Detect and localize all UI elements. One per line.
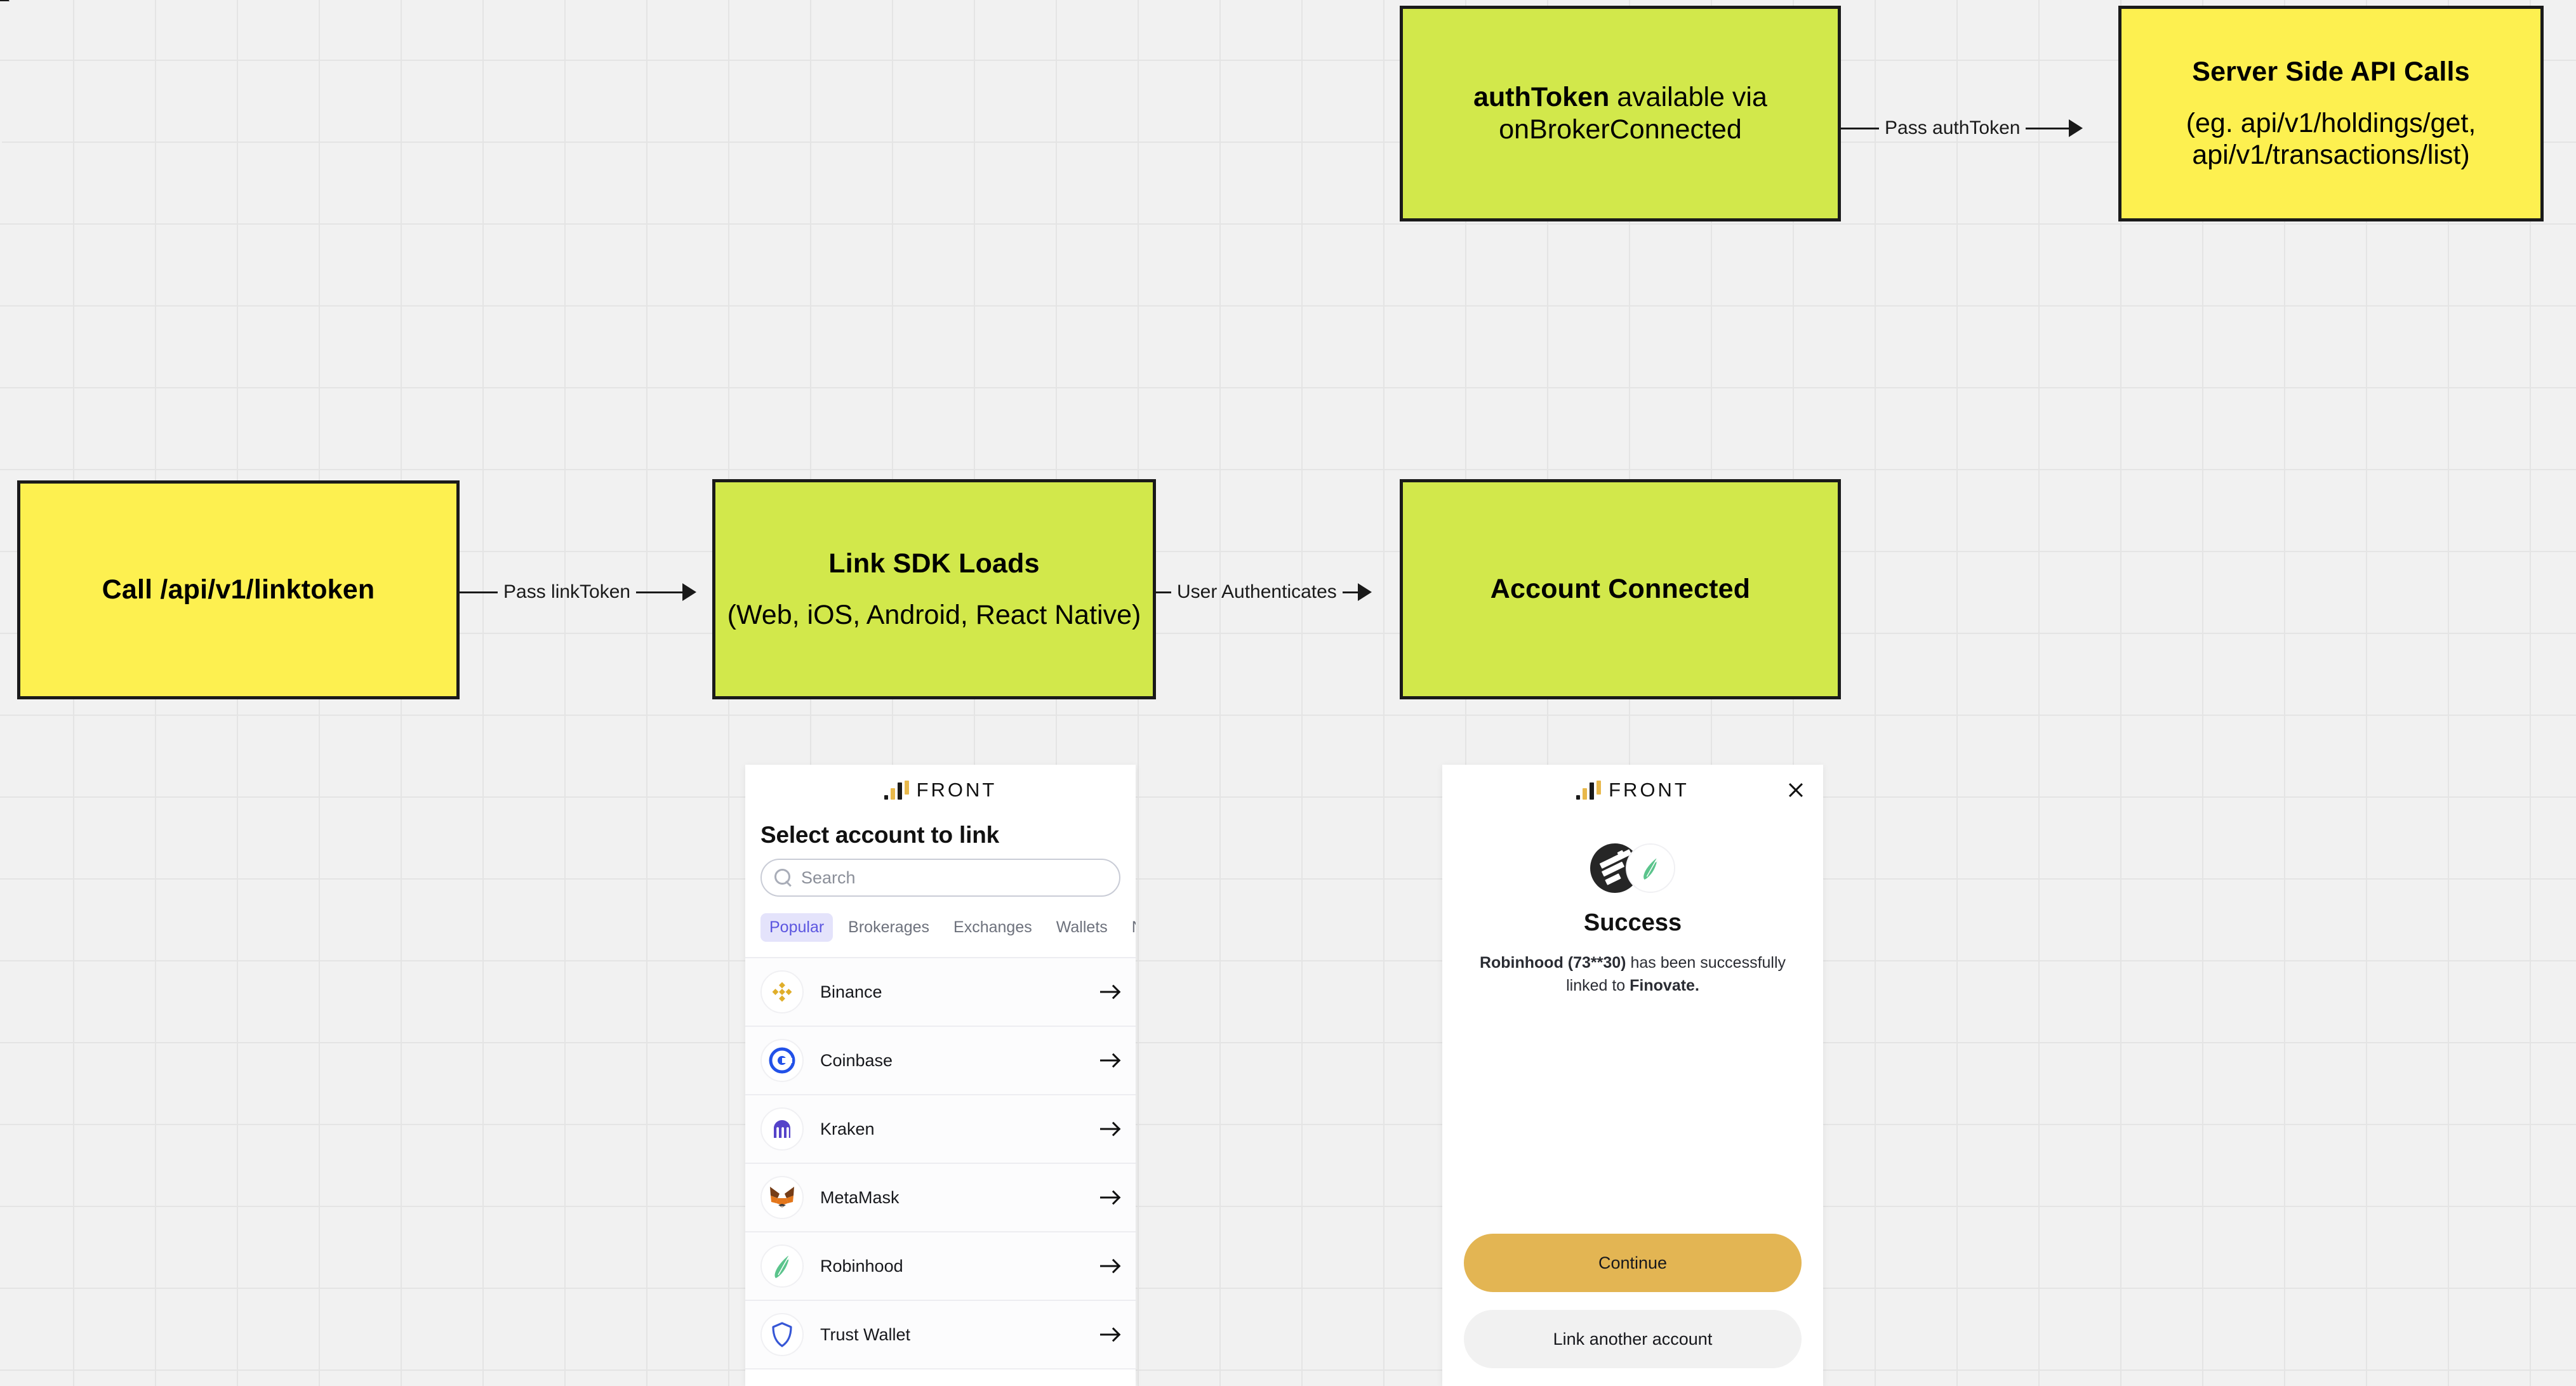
arrow-right-icon[interactable] — [1099, 1187, 1120, 1208]
edge-label: User Authenticates — [1177, 581, 1337, 602]
front-bars-icon — [1576, 781, 1602, 800]
node-title: Call /api/v1/linktoken — [102, 574, 375, 605]
tab-nfts[interactable]: NF — [1123, 913, 1136, 942]
tab-brokerages[interactable]: Brokerages — [848, 918, 930, 936]
arrow-up-icon — [0, 0, 10, 1]
list-item[interactable]: Trust Wallet — [745, 1301, 1136, 1370]
node-title: Server Side API Calls — [2192, 56, 2470, 87]
search-input[interactable] — [801, 868, 1106, 888]
kraken-logo-icon — [760, 1107, 804, 1151]
account-name: Trust Wallet — [820, 1324, 911, 1344]
node-link-sdk-loads[interactable]: Link SDK Loads (Web, iOS, Android, React… — [712, 479, 1156, 699]
node-server-side-api-calls[interactable]: Server Side API Calls (eg. api/v1/holdin… — [2118, 6, 2544, 221]
category-tabs: Popular Brokerages Exchanges Wallets NF — [745, 897, 1136, 942]
app-name-label: Finovate. — [1630, 976, 1699, 994]
card-header: FRONT — [745, 765, 1136, 815]
edge-label: Pass authToken — [1885, 117, 2021, 138]
list-item[interactable]: Coinbase — [745, 1027, 1136, 1095]
node-subtitle: (eg. api/v1/holdings/get, api/v1/transac… — [2186, 107, 2476, 171]
tab-wallets[interactable]: Wallets — [1056, 918, 1108, 936]
search-box[interactable] — [760, 859, 1120, 897]
list-item[interactable]: Robinhood — [745, 1232, 1136, 1301]
node-authtoken-available[interactable]: authToken available via onBrokerConnecte… — [1400, 6, 1841, 221]
node-account-connected[interactable]: Account Connected — [1400, 479, 1841, 699]
tab-exchanges[interactable]: Exchanges — [953, 918, 1032, 936]
list-item[interactable]: Kraken — [745, 1095, 1136, 1164]
edge-pass-authtoken: Pass authToken — [1841, 117, 2083, 139]
brand-wordmark: FRONT — [916, 779, 997, 801]
robinhood-logo-icon — [760, 1244, 804, 1288]
front-bars-icon — [884, 781, 909, 800]
account-name: Kraken — [820, 1119, 875, 1138]
front-logo: FRONT — [1576, 779, 1689, 802]
edge-label: Pass linkToken — [503, 581, 631, 602]
edge-line — [1156, 591, 1171, 593]
node-title-rest: available via onBrokerConnected — [1499, 82, 1767, 145]
card-title: Select account to link — [760, 822, 999, 848]
arrow-right-icon — [1357, 583, 1372, 601]
link-select-account-card: FRONT Select account to link Popular Bro… — [745, 765, 1136, 1386]
trustwallet-logo-icon — [760, 1313, 804, 1356]
message-middle: has been successfully linked to — [1566, 954, 1786, 994]
account-name: Coinbase — [820, 1050, 893, 1070]
list-item[interactable]: Binance — [745, 958, 1136, 1027]
arrow-right-icon[interactable] — [1099, 1118, 1120, 1140]
page-title: Success — [1583, 909, 1682, 936]
link-another-account-button[interactable]: Link another account — [1464, 1310, 1802, 1368]
node-title: Account Connected — [1490, 574, 1751, 605]
linked-account-label: Robinhood (73**30) — [1479, 954, 1626, 972]
front-logo: FRONT — [884, 779, 997, 802]
account-name: Robinhood — [820, 1256, 903, 1276]
node-title: Link SDK Loads — [828, 548, 1040, 579]
edge-line — [1841, 127, 1879, 129]
edge-user-authenticates: User Authenticates — [1156, 581, 1372, 603]
binance-logo-icon — [760, 970, 804, 1013]
arrow-right-icon[interactable] — [1099, 1324, 1120, 1345]
node-title-bold: authToken — [1473, 82, 1610, 113]
search-icon — [774, 869, 792, 887]
account-list: Binance Coinbase Kraken — [745, 957, 1136, 1370]
linked-logos — [1590, 843, 1675, 893]
arrow-right-icon[interactable] — [1099, 981, 1120, 1003]
tab-popular[interactable]: Popular — [760, 913, 833, 942]
search-wrapper — [745, 848, 1136, 897]
close-icon[interactable] — [1785, 779, 1807, 801]
brand-wordmark: FRONT — [1609, 779, 1689, 801]
edge-line — [460, 591, 498, 593]
edge-line — [636, 591, 683, 593]
success-message: Robinhood (73**30) has been successfully… — [1468, 952, 1798, 997]
metamask-logo-icon — [760, 1176, 804, 1219]
edge-label: Link UI Closed — [0, 130, 3, 154]
list-item[interactable]: MetaMask — [745, 1164, 1136, 1232]
arrow-right-icon[interactable] — [1099, 1050, 1120, 1071]
account-name: Binance — [820, 982, 882, 1001]
node-subtitle: (Web, iOS, Android, React Native) — [727, 599, 1141, 630]
node-call-linktoken[interactable]: Call /api/v1/linktoken — [17, 480, 460, 699]
edge-pass-linktoken: Pass linkToken — [460, 581, 697, 603]
continue-button[interactable]: Continue — [1464, 1234, 1802, 1292]
robinhood-logo-icon — [1626, 843, 1675, 893]
success-footer: Continue Link another account — [1442, 1234, 1823, 1368]
node-title: authToken available via onBrokerConnecte… — [1412, 81, 1829, 145]
coinbase-logo-icon — [760, 1039, 804, 1082]
link-success-card: FRONT Success Robinhood (73**30) has bee… — [1442, 765, 1823, 1386]
arrow-right-icon[interactable] — [1099, 1255, 1120, 1277]
success-body: Success Robinhood (73**30) has been succ… — [1442, 815, 1823, 997]
edge-line — [2026, 127, 2069, 129]
card-header: FRONT — [1442, 765, 1823, 815]
edge-line — [1342, 591, 1358, 593]
account-name: MetaMask — [820, 1187, 900, 1207]
arrow-right-icon — [682, 583, 697, 601]
arrow-right-icon — [2069, 119, 2083, 137]
